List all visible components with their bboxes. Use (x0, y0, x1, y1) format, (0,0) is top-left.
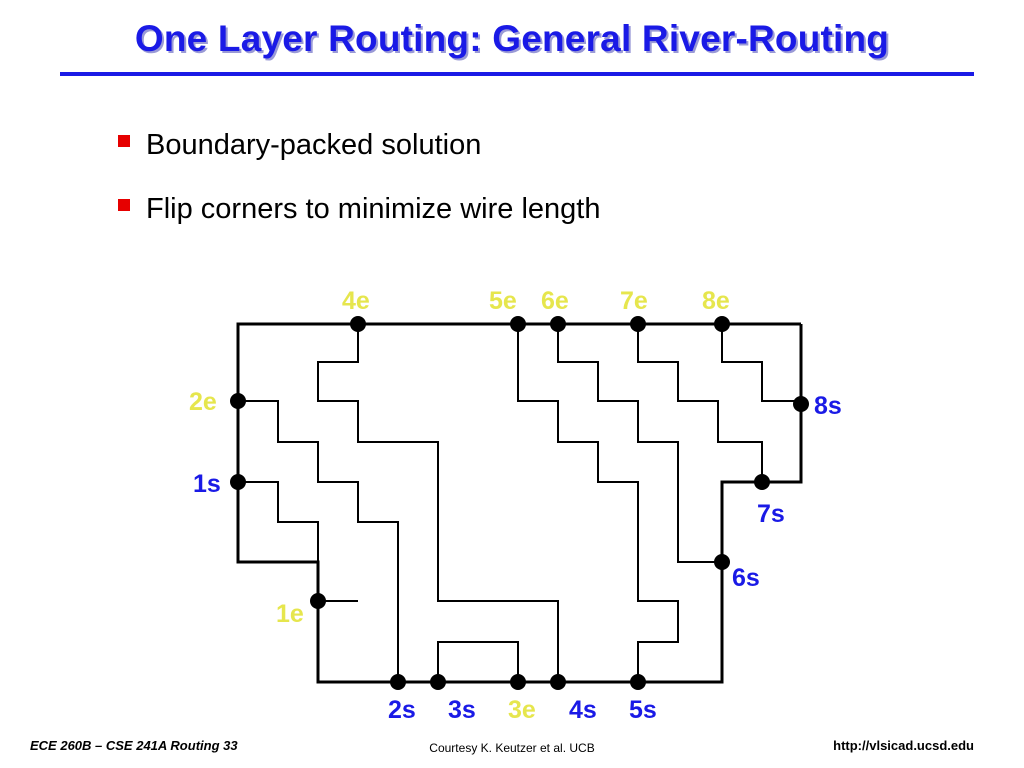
pin-7e-dot (630, 316, 646, 332)
wire-2 (238, 400, 399, 682)
label-6e: 6e (541, 287, 569, 315)
label-8e: 8e (702, 287, 730, 315)
label-1s: 1s (193, 470, 221, 498)
label-5e: 5e (489, 287, 517, 315)
label-8s: 8s (814, 392, 842, 420)
pin-6e-dot (550, 316, 566, 332)
label-7e: 7e (620, 287, 648, 315)
pin-1s-dot (230, 474, 246, 490)
square-bullet-icon (118, 199, 130, 211)
label-4s: 4s (569, 696, 597, 724)
pin-3s-dot (430, 674, 446, 690)
pin-2s-dot (390, 674, 406, 690)
label-7s: 7s (757, 500, 785, 528)
label-3s: 3s (448, 696, 476, 724)
routing-boundary (236, 322, 803, 684)
bullet-item: Flip corners to minimize wire length (118, 188, 600, 252)
wire-4 (317, 324, 559, 682)
footer-courtesy: Courtesy K. Keutzer et al. UCB (429, 741, 595, 755)
square-bullet-icon (118, 135, 130, 147)
pin-5e-dot (510, 316, 526, 332)
wire-7 (637, 324, 763, 482)
wire-8 (721, 324, 801, 402)
pin-3e-dot (510, 674, 526, 690)
label-2e: 2e (189, 388, 217, 416)
footer-course: ECE 260B – CSE 241A Routing 33 (30, 738, 238, 753)
bullet-item: Boundary-packed solution (118, 124, 600, 188)
label-1e: 1e (276, 600, 304, 628)
pin-8s-dot (793, 396, 809, 412)
pin-5s-dot (630, 674, 646, 690)
pin-8e-dot (714, 316, 730, 332)
slide-title: One Layer Routing: General River-Routing (134, 18, 890, 59)
bullet-text: Boundary-packed solution (146, 129, 482, 161)
label-2s: 2s (388, 696, 416, 724)
pin-4e-dot (350, 316, 366, 332)
title-underline (60, 72, 974, 76)
label-6s: 6s (732, 564, 760, 592)
wire-3 (437, 641, 519, 682)
pin-7s-dot (754, 474, 770, 490)
bullet-list: Boundary-packed solution Flip corners to… (118, 124, 600, 252)
wire-6 (557, 324, 722, 563)
label-5s: 5s (629, 696, 657, 724)
wire-5 (517, 324, 679, 682)
wire-1 (238, 481, 319, 601)
pin-4s-dot (550, 674, 566, 690)
label-3e: 3e (508, 696, 536, 724)
pin-2e-dot (230, 393, 246, 409)
footer-url: http://vlsicad.ucsd.edu (833, 738, 974, 753)
label-4e: 4e (342, 287, 370, 315)
bullet-text: Flip corners to minimize wire length (146, 193, 601, 225)
pin-1e-dot (310, 593, 326, 609)
pin-6s-dot (714, 554, 730, 570)
